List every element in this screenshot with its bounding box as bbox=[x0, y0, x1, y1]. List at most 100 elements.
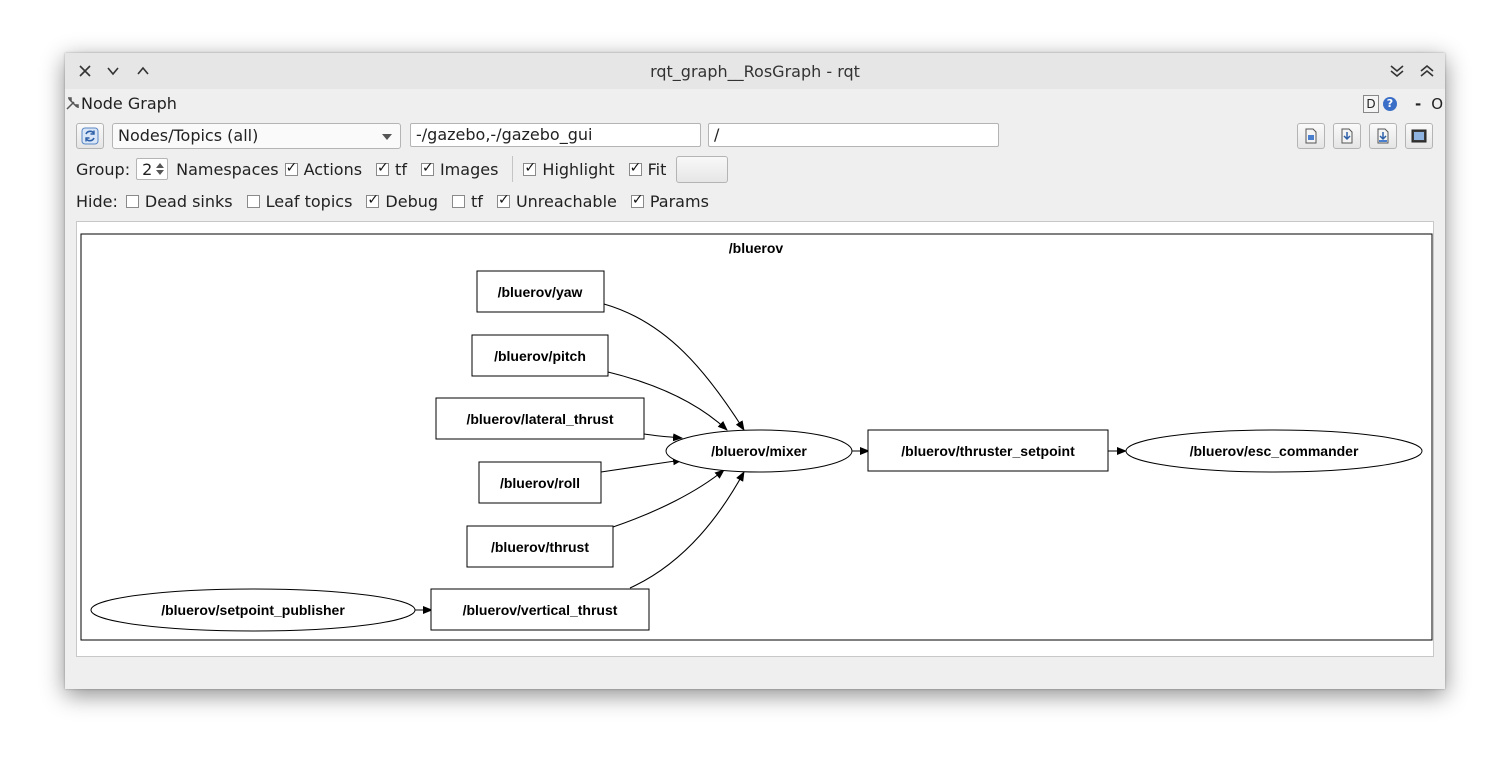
spin-up-icon[interactable] bbox=[156, 163, 165, 168]
images-check[interactable] bbox=[420, 160, 434, 176]
close-button[interactable] bbox=[73, 59, 97, 83]
dead-sinks-label: Dead sinks bbox=[144, 191, 233, 211]
tf-check[interactable] bbox=[376, 160, 390, 176]
double-chevron-up-icon bbox=[1420, 64, 1434, 77]
save-dot-icon bbox=[1341, 128, 1353, 144]
unreachable-check[interactable] bbox=[496, 192, 510, 208]
fit-check[interactable] bbox=[628, 160, 642, 176]
node-filter-input[interactable]: -/gazebo,-/gazebo_gui bbox=[410, 123, 701, 147]
images-checkbox[interactable]: Images bbox=[420, 160, 498, 179]
edge-lateral-mixer bbox=[643, 433, 683, 442]
group-label: Group: bbox=[76, 159, 131, 179]
dead-sinks-check[interactable] bbox=[125, 194, 139, 208]
tf-label: tf bbox=[395, 159, 407, 179]
dropdown-arrow-icon bbox=[382, 134, 392, 140]
graph-type-value: Nodes/Topics (all) bbox=[118, 126, 259, 145]
topic-yaw[interactable]: /bluerov/yaw bbox=[476, 270, 605, 313]
namespace-label: /bluerov bbox=[729, 240, 784, 256]
dock-title-bar: Node Graph D ? - O bbox=[65, 89, 1445, 117]
topic-roll[interactable]: /bluerov/roll bbox=[478, 461, 602, 504]
double-chevron-down-icon bbox=[1390, 65, 1404, 78]
tf-checkbox[interactable]: tf bbox=[376, 160, 407, 179]
leaf-topics-label: Leaf topics bbox=[265, 191, 353, 211]
shade-down-button[interactable] bbox=[1385, 59, 1409, 83]
params-check[interactable] bbox=[630, 192, 644, 208]
leaf-topics-checkbox[interactable]: Leaf topics bbox=[246, 191, 353, 211]
rqt-window: rqt_graph__RosGraph - rqt Node Graph D ?… bbox=[65, 53, 1445, 689]
dock-title-label: Node Graph bbox=[81, 94, 177, 113]
group-spinbox[interactable]: 2 bbox=[136, 158, 169, 180]
edge-thrust-mixer bbox=[612, 469, 725, 528]
topic-thrust[interactable]: /bluerov/thrust bbox=[466, 525, 614, 568]
node-setpoint-publisher[interactable]: /bluerov/setpoint_publisher bbox=[90, 588, 416, 632]
save-dot-button[interactable] bbox=[1333, 123, 1361, 149]
spin-down-icon[interactable] bbox=[156, 170, 165, 175]
maximize-button[interactable] bbox=[131, 59, 155, 83]
shade-up-button[interactable] bbox=[1415, 59, 1439, 83]
topic-filter-input[interactable]: / bbox=[708, 123, 999, 147]
fit-label: Fit bbox=[647, 159, 667, 179]
window-title: rqt_graph__RosGraph - rqt bbox=[650, 62, 860, 81]
topic-vertical-thrust[interactable]: /bluerov/vertical_thrust bbox=[430, 588, 650, 631]
edge-vertical-mixer bbox=[629, 471, 745, 589]
svg-text:/bluerov/vertical_thrust: /bluerov/vertical_thrust bbox=[463, 602, 618, 618]
graph-svg: /bluerov /bluerov/yaw /bluerov/pitch bbox=[80, 233, 1433, 641]
hide-label: Hide: bbox=[76, 191, 118, 211]
topic-lateral-thrust[interactable]: /bluerov/lateral_thrust bbox=[435, 397, 645, 440]
debug-label: Debug bbox=[385, 191, 439, 211]
topic-pitch[interactable]: /bluerov/pitch bbox=[471, 334, 609, 377]
dock-d-button[interactable]: D bbox=[1362, 95, 1379, 113]
svg-text:/bluerov/roll: /bluerov/roll bbox=[500, 475, 580, 491]
graph-canvas[interactable]: /bluerov /bluerov/yaw /bluerov/pitch bbox=[76, 221, 1434, 657]
refresh-button[interactable] bbox=[76, 123, 104, 149]
namespaces-label: Namespaces bbox=[176, 159, 279, 179]
svg-text:/bluerov/esc_commander: /bluerov/esc_commander bbox=[1190, 443, 1359, 459]
hide-tf-label: tf bbox=[471, 191, 483, 211]
debug-check[interactable] bbox=[366, 192, 380, 208]
unreachable-label: Unreachable bbox=[515, 191, 617, 211]
chevron-down-icon bbox=[107, 67, 119, 76]
fit-in-view-button[interactable] bbox=[676, 155, 729, 183]
svg-text:/bluerov/thruster_setpoint: /bluerov/thruster_setpoint bbox=[901, 443, 1075, 459]
close-icon bbox=[79, 65, 91, 77]
dock-controls: D ? - O bbox=[1362, 94, 1443, 114]
hide-row: Hide: Dead sinks Leaf topics Debug tf Un… bbox=[76, 189, 723, 213]
group-value: 2 bbox=[142, 160, 153, 179]
chevron-up-icon bbox=[137, 66, 149, 75]
dock-minimize-button[interactable]: - bbox=[1414, 95, 1422, 113]
unreachable-checkbox[interactable]: Unreachable bbox=[496, 191, 617, 211]
save-svg-button[interactable] bbox=[1369, 123, 1397, 149]
highlight-checkbox[interactable]: Highlight bbox=[523, 160, 615, 179]
edge-roll-mixer bbox=[600, 457, 683, 473]
actions-label: Actions bbox=[303, 159, 363, 179]
debug-checkbox[interactable]: Debug bbox=[366, 192, 438, 211]
actions-check[interactable] bbox=[284, 160, 298, 176]
topic-thruster-setpoint[interactable]: /bluerov/thruster_setpoint bbox=[867, 429, 1109, 472]
hide-tf-check[interactable] bbox=[452, 194, 466, 208]
svg-text:/bluerov/lateral_thrust: /bluerov/lateral_thrust bbox=[466, 411, 613, 427]
svg-text:/bluerov/mixer: /bluerov/mixer bbox=[711, 443, 807, 459]
options-row: Group: 2 Namespaces Actions tf Images Hi… bbox=[76, 155, 729, 183]
node-mixer[interactable]: /bluerov/mixer bbox=[665, 429, 853, 473]
params-label: Params bbox=[649, 191, 709, 211]
title-bar: rqt_graph__RosGraph - rqt bbox=[65, 53, 1445, 89]
node-esc-commander[interactable]: /bluerov/esc_commander bbox=[1125, 429, 1423, 473]
leaf-topics-check[interactable] bbox=[246, 194, 260, 208]
load-dot-button[interactable] bbox=[1297, 123, 1325, 149]
fit-checkbox[interactable]: Fit bbox=[628, 159, 667, 179]
help-icon[interactable]: ? bbox=[1382, 97, 1397, 111]
svg-text:/bluerov/yaw: /bluerov/yaw bbox=[498, 284, 583, 300]
dead-sinks-checkbox[interactable]: Dead sinks bbox=[125, 191, 233, 211]
actions-checkbox[interactable]: Actions bbox=[284, 159, 363, 179]
hide-tf-checkbox[interactable]: tf bbox=[452, 192, 483, 211]
edge-yaw-mixer bbox=[603, 303, 745, 431]
highlight-check[interactable] bbox=[523, 160, 537, 176]
dock-options-button[interactable]: O bbox=[1431, 95, 1443, 113]
minimize-button[interactable] bbox=[101, 59, 125, 83]
save-image-button[interactable] bbox=[1405, 123, 1433, 149]
svg-text:/bluerov/pitch: /bluerov/pitch bbox=[494, 348, 586, 364]
save-svg-icon bbox=[1377, 128, 1389, 144]
graph-type-combo[interactable]: Nodes/Topics (all) bbox=[112, 123, 401, 149]
image-icon bbox=[1411, 129, 1427, 143]
params-checkbox[interactable]: Params bbox=[630, 191, 709, 211]
